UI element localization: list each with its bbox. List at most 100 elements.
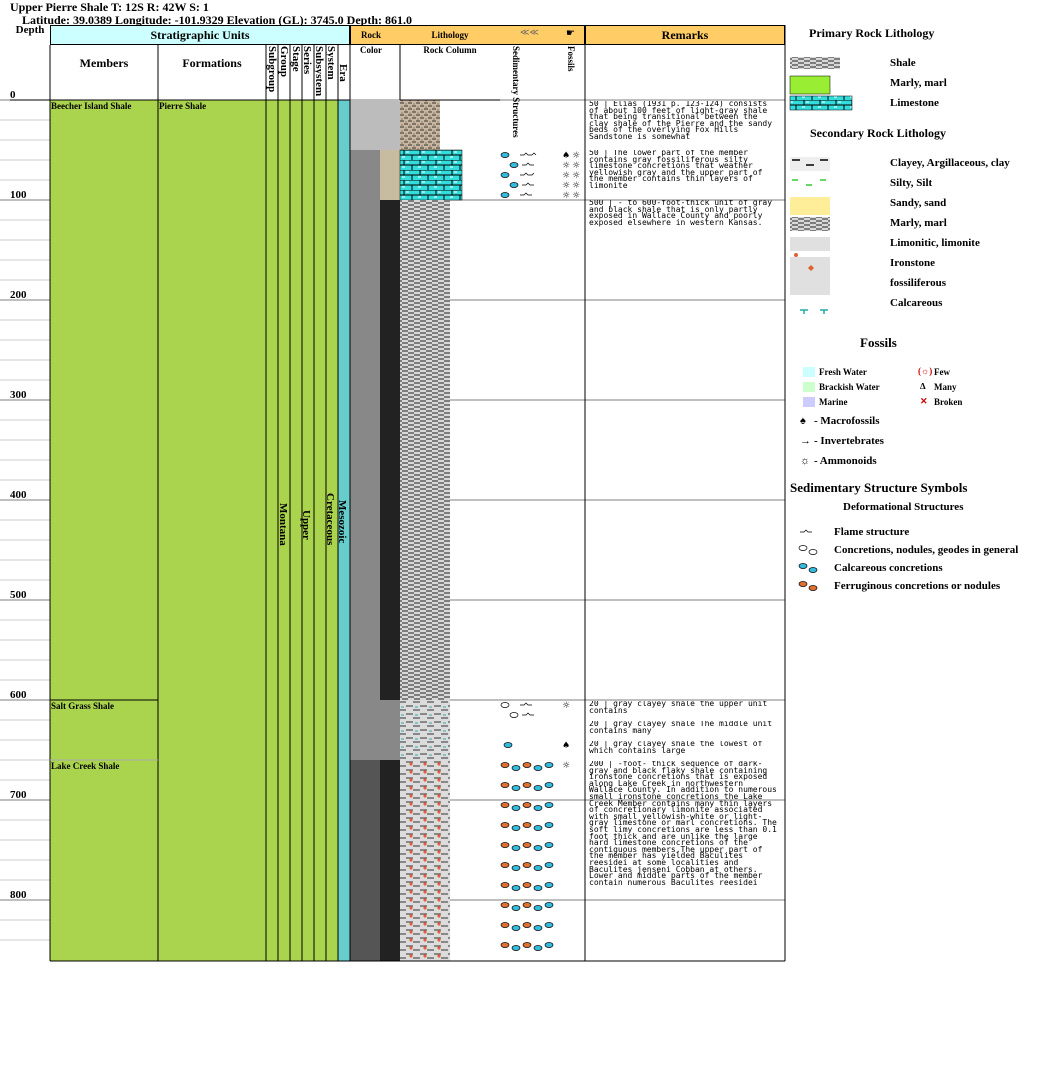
- rock-header: Rock: [361, 30, 381, 40]
- rock-column-header: Rock Column: [423, 45, 477, 55]
- depth-tick-400: 400: [10, 489, 27, 501]
- legend-fossils-title: Fossils: [860, 335, 897, 350]
- legend-clayey: Clayey, Argillaceous, clay: [890, 157, 1010, 169]
- legend-limestone-swatch: [789, 95, 853, 111]
- series-upper: Upper: [300, 510, 312, 540]
- depth-tick-700: 700: [10, 789, 27, 801]
- svg-text:☼: ☼: [562, 181, 570, 191]
- lith-shale-main: [400, 200, 450, 700]
- legend-freshwater-swatch: [803, 367, 815, 377]
- remark-6: 20 | gray clayey shale the lowest of whi…: [589, 741, 768, 755]
- svg-text:☼: ☼: [572, 181, 580, 191]
- legend-ironstone: Ironstone: [890, 257, 936, 269]
- member-lake-creek: Lake Creek Shale: [51, 761, 120, 771]
- invertebrate-icon: →: [800, 435, 811, 447]
- legend-ammonoids: - Ammonoids: [814, 455, 877, 467]
- member-beecher-island: Beecher Island Shale: [51, 101, 132, 111]
- fossils-header: Fossils: [566, 46, 576, 72]
- lith-sandy-shale: [400, 100, 440, 150]
- lith-clay-shale: [400, 700, 450, 760]
- remarks-header: Remarks: [661, 28, 709, 42]
- legend-shale-swatch: [790, 57, 840, 69]
- legend-concretions: Concretions, nodules, geodes in general: [834, 544, 1019, 556]
- legend-few-icon: (☼): [918, 366, 933, 376]
- era-header: Era: [337, 64, 349, 82]
- group-header: Group: [278, 46, 290, 77]
- ferruginous-calcareous-lake-creek: [500, 762, 554, 951]
- depth-tick-200: 200: [10, 289, 27, 301]
- remark-3: 500 | - to 600-foot-thick unit of gray a…: [589, 200, 777, 227]
- svg-text:♠: ♠: [562, 741, 570, 751]
- legend-broken: Broken: [934, 397, 963, 407]
- legend-brackish-water: Brackish Water: [819, 382, 880, 392]
- legend-fossiliferous-swatch: [790, 277, 830, 295]
- legend-deform-title: Deformational Structures: [843, 501, 964, 513]
- formations-header: Formations: [182, 56, 242, 70]
- color-light: [350, 100, 400, 150]
- fossil-symbols: ♠☼ ☼☼ ☼☼ ☼☼ ☼☼ ☼ ♠ ☼: [562, 151, 580, 771]
- svg-text:☼: ☼: [562, 701, 570, 711]
- sed-structures-header: Sedimentary Structures: [511, 46, 521, 138]
- lith-limestone: [399, 149, 463, 201]
- svg-text:☼: ☼: [572, 151, 580, 161]
- formation-pierre-shale: Pierre Shale: [159, 101, 207, 111]
- fossil-header-icon: ☛: [566, 28, 575, 39]
- color-tan: [380, 150, 400, 200]
- legend-secondary-title: Secondary Rock Lithology: [810, 126, 947, 140]
- depth-tick-500: 500: [10, 589, 27, 601]
- remark-2: 50 | The lower part of the member contai…: [589, 150, 768, 190]
- remark-7: 200 | -foot- thick sequence of dark-gray…: [589, 761, 777, 887]
- legend-marine-swatch: [803, 397, 815, 407]
- member-salt-grass: Salt Grass Shale: [51, 701, 115, 711]
- legend-sandy: Sandy, sand: [890, 197, 947, 209]
- legend-limonitic-swatch: [790, 237, 830, 251]
- legend-shale: Shale: [890, 57, 916, 69]
- location-line: Latitude: 39.0389 Longitude: -101.9329 E…: [22, 13, 412, 27]
- legend-clayey-swatch: [790, 157, 830, 171]
- depth-tick-800: 800: [10, 889, 27, 901]
- color-dark-2: [350, 760, 380, 961]
- series-header: Series: [301, 46, 313, 75]
- legend-ferr-concretions: Ferruginous concretions or nodules: [834, 580, 1001, 592]
- legend-silty: Silty, Silt: [890, 177, 933, 189]
- depth-header: Depth: [15, 24, 45, 36]
- legend-macrofossils: - Macrofossils: [814, 415, 880, 427]
- era-fill: [338, 100, 350, 961]
- svg-text:☼: ☼: [572, 161, 580, 171]
- legend-primary-title: Primary Rock Lithology: [809, 26, 935, 40]
- flame-structures-upper: [520, 152, 537, 196]
- svg-text:☼: ☼: [562, 191, 570, 201]
- sed-structure-symbols: [500, 152, 554, 951]
- legend-broken-icon: ✕: [920, 396, 928, 406]
- legend-many: Many: [934, 382, 957, 392]
- depth-tick-300: 300: [10, 389, 27, 401]
- legend-flame: Flame structure: [834, 526, 910, 538]
- legend-marly-swatch: [790, 217, 830, 231]
- legend-sandy-swatch: [790, 197, 830, 215]
- color-gray-2: [350, 200, 380, 700]
- legend-calcareous: Calcareous: [890, 297, 943, 309]
- depth-tick-100: 100: [10, 189, 27, 201]
- legend-marl-swatch: [789, 75, 831, 95]
- color-gray-1: [350, 150, 380, 200]
- legend-marly: Marly, marl: [890, 217, 947, 229]
- legend-limonitic: Limonitic, limonite: [890, 237, 980, 249]
- legend-silty-swatch: [790, 177, 830, 191]
- lithology-header: Lithology: [431, 30, 469, 40]
- color-header: Color: [360, 45, 382, 55]
- legend-few: Few: [934, 367, 950, 377]
- legend-marine: Marine: [819, 397, 848, 407]
- svg-text:☼: ☼: [572, 191, 580, 201]
- calcareous-concretions-upper: [500, 152, 519, 198]
- stage-header: Stage: [290, 46, 302, 72]
- legend-fossiliferous: fossiliferous: [890, 277, 947, 289]
- color-gray-3: [350, 700, 400, 760]
- group-montana: Montana: [277, 503, 289, 546]
- legend-sed-symbols: [798, 529, 818, 591]
- depth-tick-0: 0: [10, 89, 16, 101]
- legend-calcareous-swatch: [790, 297, 830, 311]
- remark-4: 20 | gray clayey shale the upper unit co…: [589, 701, 773, 715]
- era-mesozoic: Mesozoic: [336, 500, 348, 544]
- lith-header-icon: ≪≪: [520, 28, 539, 38]
